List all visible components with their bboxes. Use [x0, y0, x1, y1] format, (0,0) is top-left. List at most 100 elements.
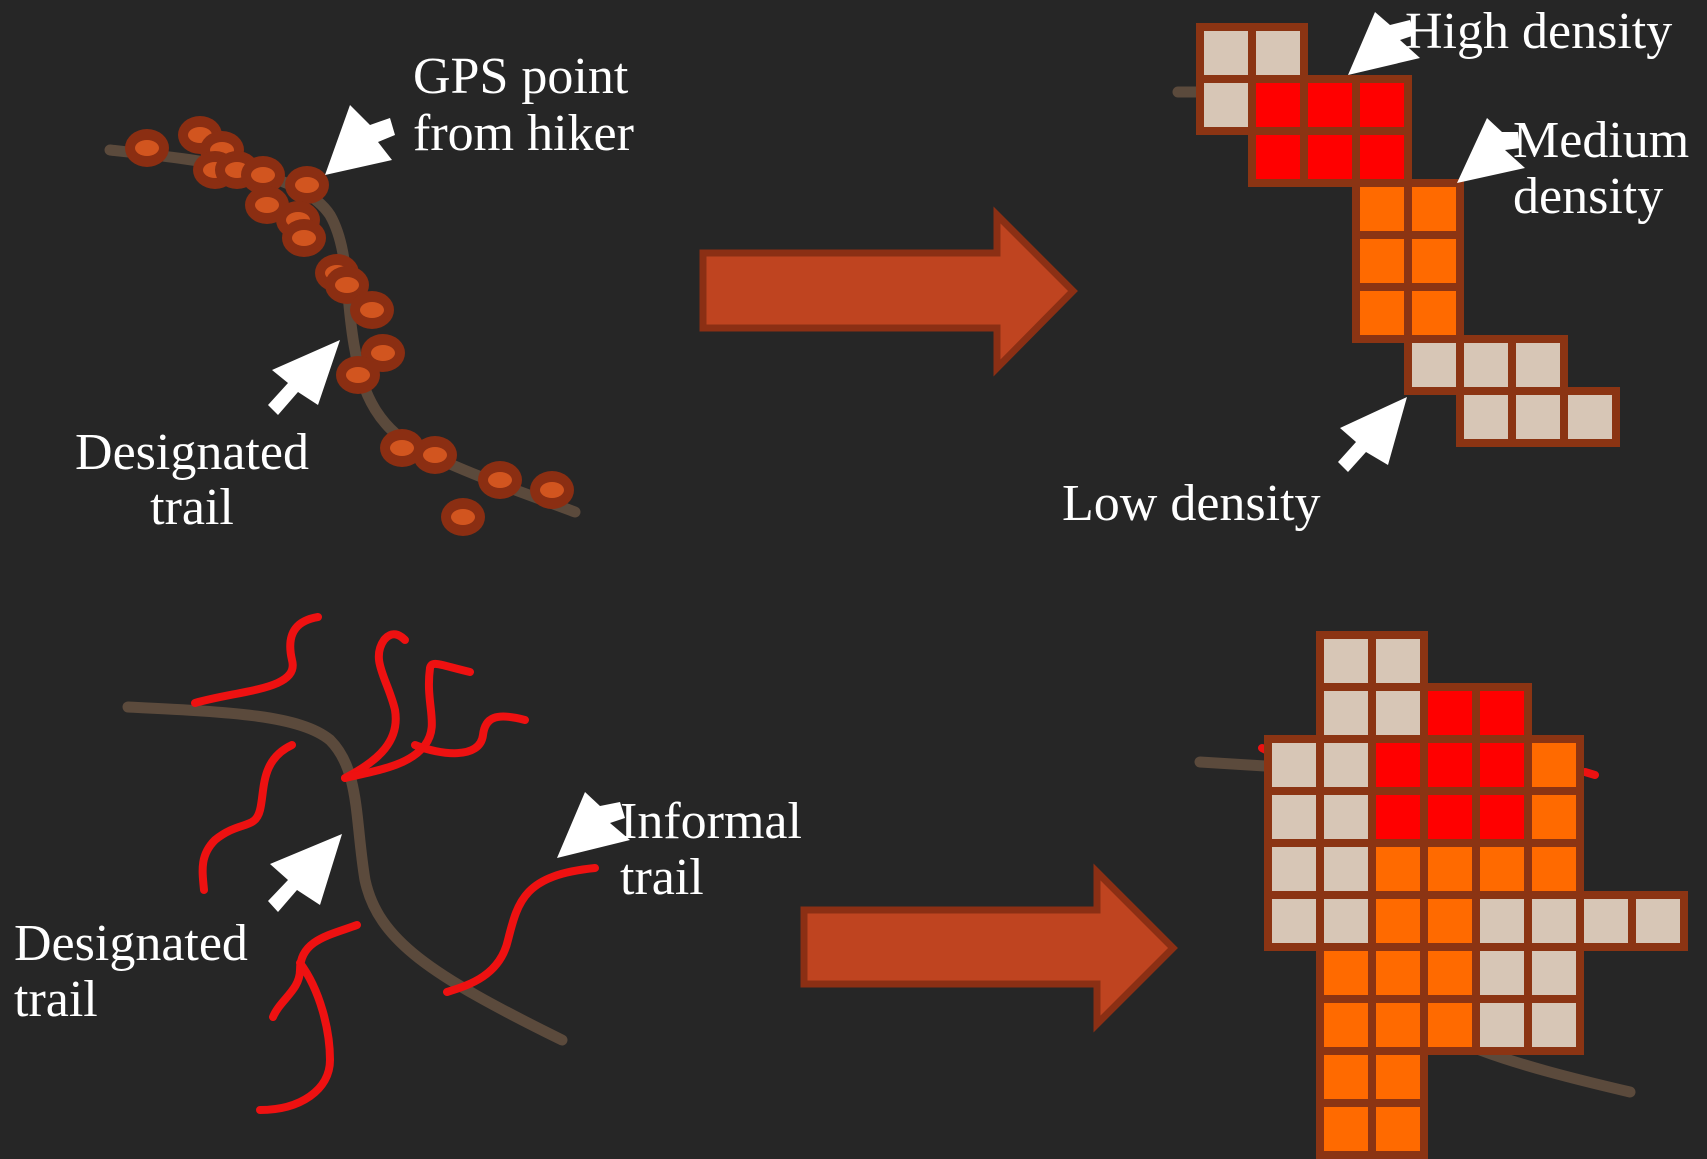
density-cell-medium [1368, 1047, 1428, 1107]
gps-point-icon [325, 266, 369, 304]
density-cell-low [1316, 735, 1376, 795]
gps-point-icon [530, 471, 574, 509]
medium-density-label: Medium [1513, 112, 1689, 169]
density-cell-high [1420, 735, 1480, 795]
designated-trail-label: Designated [14, 915, 248, 972]
transform-arrow-icon [699, 206, 1078, 377]
density-cell-low [1316, 891, 1376, 951]
density-cell-medium [1316, 995, 1376, 1055]
density-cell-low [1472, 995, 1532, 1055]
density-cell-low [1368, 683, 1428, 743]
gps-point-icon [350, 291, 394, 329]
density-cell-high [1248, 127, 1308, 187]
pointer-arrow-icon [268, 834, 342, 912]
pointer-arrow-icon [1457, 118, 1525, 183]
density-cell-low [1472, 891, 1532, 951]
informal-trail-label: trail [620, 849, 704, 906]
pointer-arrow-icon [325, 105, 395, 175]
density-cell-high [1300, 127, 1360, 187]
density-cell-low [1316, 631, 1376, 691]
density-cell-high [1368, 735, 1428, 795]
density-cell-high [1472, 683, 1532, 743]
density-cell-low [1472, 943, 1532, 1003]
gps-point-label: GPS point [413, 48, 629, 105]
density-cell-medium [1404, 179, 1464, 239]
density-cell-low [1404, 335, 1464, 395]
gps-point-icon [478, 461, 522, 499]
density-cell-low [1264, 787, 1324, 847]
density-cell-low [1508, 387, 1568, 447]
density-cell-high [1420, 787, 1480, 847]
density-cell-medium [1472, 839, 1532, 899]
medium-density-label: density [1513, 168, 1663, 225]
designated-trail-line [1474, 1044, 1636, 1098]
density-cell-low [1196, 75, 1256, 135]
density-cell-low [1264, 839, 1324, 899]
pointer-arrow-icon [1338, 397, 1407, 472]
gps-point-label: from hiker [413, 105, 634, 162]
density-cell-medium [1368, 995, 1428, 1055]
density-cell-low [1560, 387, 1620, 447]
density-cell-medium [1316, 943, 1376, 1003]
density-cell-medium [1524, 735, 1584, 795]
transform-arrow-icon [800, 863, 1178, 1033]
density-cell-medium [1352, 231, 1412, 291]
density-cell-medium [1420, 839, 1480, 899]
density-cell-medium [1404, 231, 1464, 291]
low-density-label: Low density [1062, 475, 1321, 532]
density-cell-low [1456, 335, 1516, 395]
informal-trail-lines [191, 613, 599, 1114]
density-cell-medium [1420, 891, 1480, 951]
designated-trail-line [1194, 756, 1271, 772]
density-grid-top [1196, 23, 1620, 447]
gps-point-icon [336, 356, 380, 394]
density-cell-medium [1316, 1047, 1376, 1107]
gps-point-icon [125, 129, 169, 167]
density-cell-low [1316, 839, 1376, 899]
gps-point-icon [282, 219, 326, 257]
gps-points-group [125, 116, 574, 536]
density-cell-medium [1352, 283, 1412, 343]
gps-point-icon [380, 429, 424, 467]
density-cell-high [1300, 75, 1360, 135]
density-cell-low [1316, 787, 1376, 847]
density-cell-high [1352, 127, 1412, 187]
density-cell-low [1628, 891, 1688, 951]
density-cell-medium [1420, 995, 1480, 1055]
density-cell-medium [1420, 943, 1480, 1003]
density-cell-low [1524, 995, 1584, 1055]
density-cell-medium [1404, 283, 1464, 343]
informal-trail-label: Informal [620, 793, 802, 850]
designated-trail-label: Designated [75, 424, 309, 481]
density-cell-high [1472, 787, 1532, 847]
informal-trails-panel [122, 613, 599, 1114]
density-cell-medium [1368, 891, 1428, 951]
pointer-arrow-icon [557, 792, 630, 858]
density-cell-high [1420, 683, 1480, 743]
gps-point-icon [285, 166, 329, 204]
density-grid-bottom [1264, 631, 1688, 1159]
density-cell-low [1368, 631, 1428, 691]
pointer-arrow-icon [268, 340, 340, 415]
density-cell-medium [1368, 839, 1428, 899]
density-cell-low [1196, 23, 1256, 83]
density-cell-low [1456, 387, 1516, 447]
high-density-label: High density [1405, 3, 1672, 60]
designated-trail-label: trail [150, 479, 234, 536]
density-cell-medium [1316, 1099, 1376, 1159]
density-cell-medium [1524, 787, 1584, 847]
density-cell-high [1472, 735, 1532, 795]
gps-points-panel [104, 116, 581, 536]
density-cell-low [1264, 891, 1324, 951]
density-cell-medium [1368, 1099, 1428, 1159]
density-cell-low [1248, 23, 1308, 83]
density-cell-medium [1524, 839, 1584, 899]
density-cell-low [1264, 735, 1324, 795]
density-cell-high [1248, 75, 1308, 135]
designated-trail-line [122, 701, 568, 1046]
gps-point-icon [241, 156, 285, 194]
designated-trail-label: trail [14, 971, 98, 1028]
density-cell-low [1508, 335, 1568, 395]
density-cell-low [1316, 683, 1376, 743]
